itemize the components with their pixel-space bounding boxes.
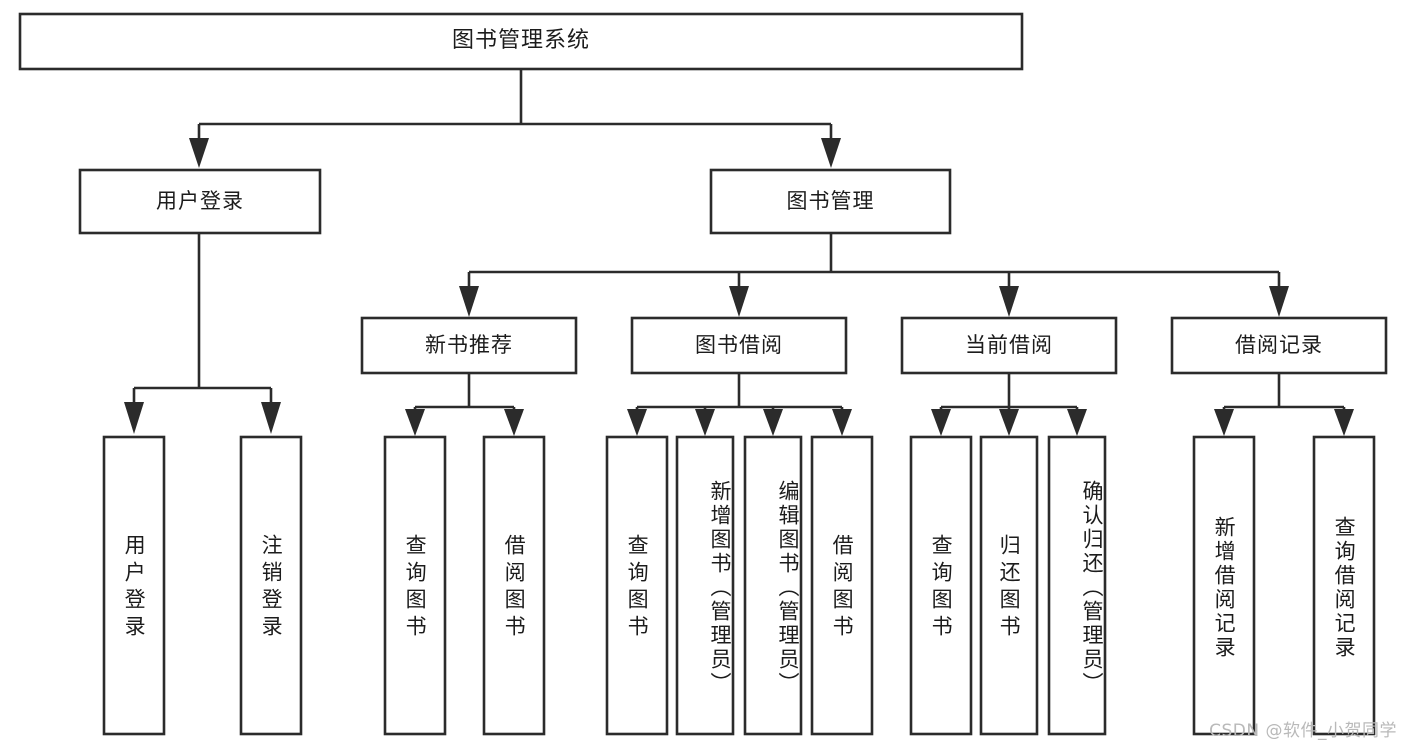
node-box-leaf-return-book[interactable] — [979, 435, 1039, 736]
watermark-text: CSDN @软件_小贺同学 — [1209, 721, 1397, 741]
node-box-leaf-confirm-return[interactable] — [1047, 435, 1107, 736]
arrow-head-user-login — [189, 138, 209, 168]
node-box-new-book-recommend[interactable] — [360, 316, 578, 375]
node-box-borrow-record[interactable] — [1170, 316, 1388, 375]
node-box-book-manage[interactable] — [709, 168, 952, 235]
node-box-leaf-borrow-book-1[interactable] — [482, 435, 546, 736]
node-box-user-login[interactable] — [78, 168, 322, 235]
arrow-head-leaf-logout-login — [261, 402, 281, 434]
node-box-leaf-query-book-3[interactable] — [909, 435, 973, 736]
node-box-leaf-edit-book[interactable] — [743, 435, 803, 736]
node-box-leaf-query-book-2[interactable] — [605, 435, 669, 736]
arrow-head-book-manage — [821, 138, 841, 168]
node-box-leaf-logout-login[interactable] — [239, 435, 303, 736]
arrow-head-leaf-query-record — [1334, 409, 1354, 436]
node-box-leaf-query-book-1[interactable] — [383, 435, 447, 736]
arrow-head-leaf-borrow-book-1 — [504, 409, 524, 436]
arrow-head-leaf-user-login — [124, 402, 144, 434]
arrow-head-current-borrow — [999, 286, 1019, 317]
node-box-leaf-add-record[interactable] — [1192, 435, 1256, 736]
arrow-head-new-book-recommend — [459, 286, 479, 317]
arrow-head-leaf-confirm-return — [1067, 409, 1087, 436]
arrow-head-leaf-add-book — [695, 409, 715, 436]
node-box-leaf-borrow-book-2[interactable] — [810, 435, 874, 736]
arrow-head-leaf-query-book-3 — [931, 409, 951, 436]
node-box-book-borrow[interactable] — [630, 316, 848, 375]
arrow-head-borrow-record — [1269, 286, 1289, 317]
node-box-leaf-add-book[interactable] — [675, 435, 735, 736]
arrow-head-leaf-add-record — [1214, 409, 1234, 436]
node-box-root[interactable] — [18, 12, 1024, 71]
arrow-head-leaf-query-book-1 — [405, 409, 425, 436]
arrow-head-leaf-return-book — [999, 409, 1019, 436]
node-box-leaf-query-record[interactable] — [1312, 435, 1376, 736]
arrow-head-leaf-query-book-2 — [627, 409, 647, 436]
arrow-head-leaf-borrow-book-2 — [832, 409, 852, 436]
arrow-head-leaf-edit-book — [763, 409, 783, 436]
arrow-head-book-borrow — [729, 286, 749, 317]
node-box-current-borrow[interactable] — [900, 316, 1118, 375]
node-box-leaf-user-login[interactable] — [102, 435, 166, 736]
